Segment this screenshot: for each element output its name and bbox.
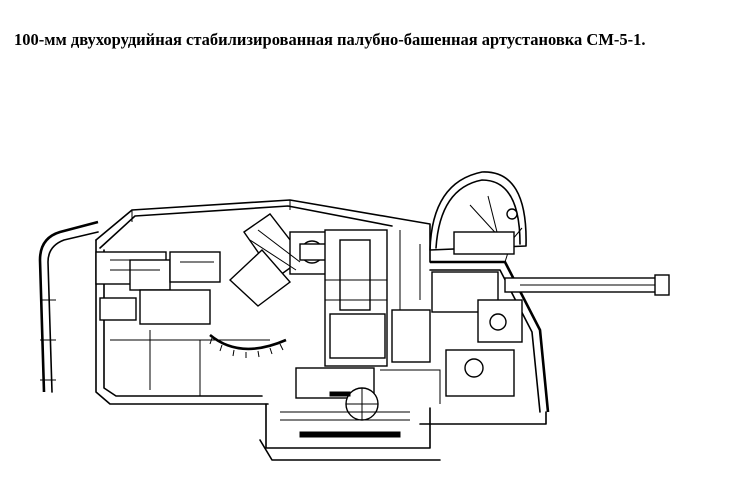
breech-mechanism xyxy=(228,213,345,307)
sight-dome xyxy=(429,171,527,255)
gun-barrel xyxy=(504,274,670,296)
page-title: 100-мм двухорудийная стабилизированная п… xyxy=(14,30,646,49)
rear-handrail xyxy=(38,220,99,393)
base-roller-path xyxy=(259,367,547,461)
rear-machinery xyxy=(95,251,221,325)
central-column xyxy=(324,229,388,367)
front-equipment xyxy=(391,271,523,397)
structural-braces xyxy=(110,230,441,404)
elevating-gear xyxy=(209,334,287,358)
turret-housing xyxy=(95,199,431,405)
